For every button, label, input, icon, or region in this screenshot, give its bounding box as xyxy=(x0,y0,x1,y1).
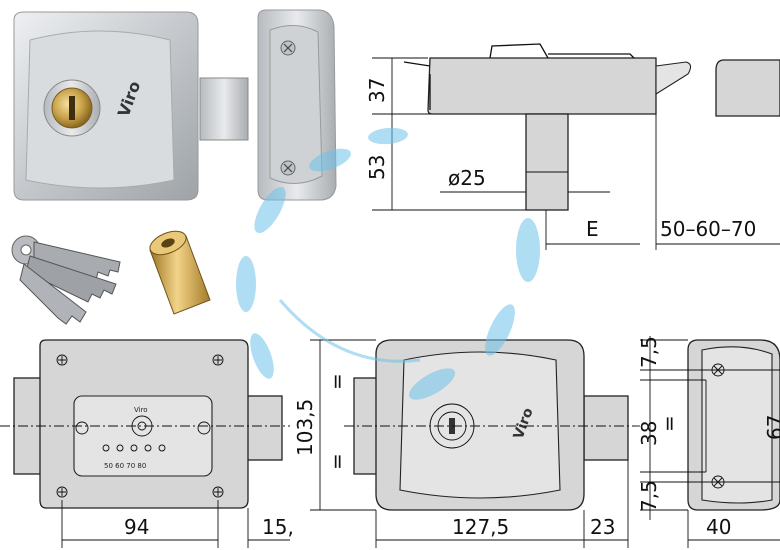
top-elevation-drawing: 37 53 ø25 E 50–60–70 xyxy=(365,43,780,250)
dim-width-23: 23 xyxy=(590,515,615,539)
dim-width-127-5: 127,5 xyxy=(452,515,509,539)
dim-e: E xyxy=(586,217,599,241)
front-view-drawing: Viro 103,5 = = 127,5 23 xyxy=(293,339,640,548)
dim-equal-top: = xyxy=(325,373,349,390)
brand-logo-rear: Viro xyxy=(134,406,148,414)
dim-height-53: 53 xyxy=(365,155,389,180)
dim-side-right-partial: 67 xyxy=(763,415,780,440)
cylinder-photo xyxy=(149,230,211,315)
lock-photo-front: Viro xyxy=(13,11,249,201)
dim-width-partial: 15, xyxy=(262,515,294,539)
keys-photo xyxy=(11,235,121,325)
dim-diameter-25: ø25 xyxy=(448,166,486,190)
rear-view-drawing: Viro 50 60 70 80 94 15, xyxy=(0,339,294,548)
dim-width-94: 94 xyxy=(124,515,149,539)
cylinder-scale: 50 60 70 80 xyxy=(104,462,146,470)
dim-height-37: 37 xyxy=(365,78,389,103)
lock-photo-side xyxy=(257,9,337,201)
dim-equal-side: = xyxy=(657,415,681,432)
dim-side-middle: 38 xyxy=(637,421,661,446)
dim-backset-options: 50–60–70 xyxy=(660,217,756,241)
dim-height-103-5: 103,5 xyxy=(293,399,317,456)
watermark-logo xyxy=(236,127,540,400)
dim-side-width-40: 40 xyxy=(706,515,731,539)
dim-side-bottom: 7,5 xyxy=(637,480,661,512)
side-view-drawing: 7,5 38 = 7,5 40 67 xyxy=(637,336,780,548)
dim-equal-bottom: = xyxy=(325,453,349,470)
dim-side-top: 7,5 xyxy=(637,336,661,368)
